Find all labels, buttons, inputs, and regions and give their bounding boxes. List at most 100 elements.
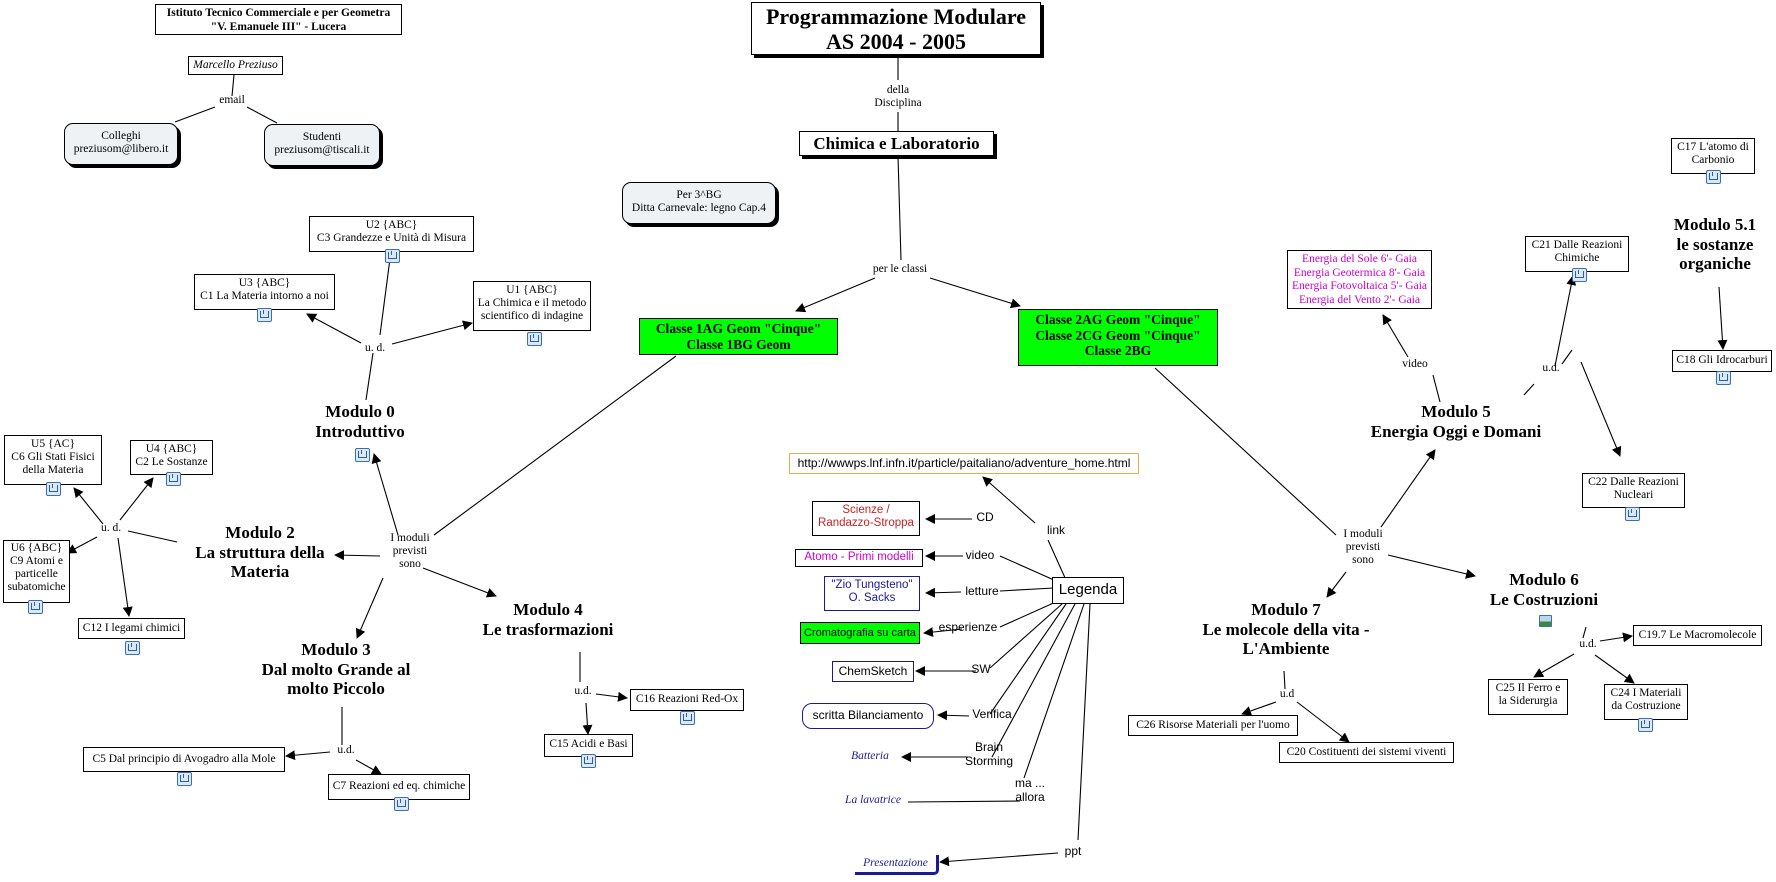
video-box-m5[interactable]: Energia del Sole 6'- Gaia Energia Geoter… (1287, 250, 1432, 309)
concept-map-icon[interactable] (355, 448, 370, 462)
u2-title: U2 {ABC} (365, 219, 418, 231)
c16-box: C16 Reazioni Red-Ox (630, 689, 744, 711)
legend-brain-box[interactable]: Batteria (851, 750, 889, 762)
video-item-4: Energia del Vento 2'- Gaia (1298, 293, 1421, 306)
legend-cd-line-1: Scienze / (842, 504, 890, 516)
discipline-box: Chimica e Laboratorio (799, 131, 994, 156)
u2-subtitle: C3 Grandezze e Unità di Misura (316, 232, 467, 245)
page-title-line-2: AS 2004 - 2005 (826, 29, 966, 55)
legend-ppt-label: ppt (1064, 844, 1082, 858)
u1-title: U1 {ABC} (506, 284, 558, 296)
contact-studenti-label: Studenti (302, 131, 342, 143)
u5-title: U5 {AC} (31, 438, 75, 450)
concept-map-icon[interactable] (1625, 507, 1640, 521)
modulo-3[interactable]: Modulo 3 Dal molto Grande al molto Picco… (249, 640, 423, 699)
modulo-2[interactable]: Modulo 2 La struttura della Materia (177, 523, 343, 582)
note-3bg[interactable]: Per 3^BG Ditta Carnevale: legno Cap.4 (622, 182, 776, 224)
concept-map-icon[interactable] (680, 711, 695, 725)
u6-title: U6 {ABC} (10, 542, 63, 554)
legend-verifica-box[interactable]: scritta Bilanciamento (802, 703, 934, 729)
concept-map-icon[interactable] (385, 249, 400, 263)
c22-line-2: Nucleari (1613, 489, 1654, 502)
concept-map-icon[interactable] (28, 600, 43, 614)
concept-map-icon[interactable] (527, 332, 542, 346)
modulo-7-line-2: Le molecole della vita - (1202, 619, 1370, 639)
contact-colleghi-email: preziusom@libero.it (73, 143, 169, 156)
modulo-3-line-3: molto Piccolo (287, 679, 385, 699)
legend-video-box[interactable]: Atomo - Primi modelli (795, 549, 923, 567)
concept-map-icon[interactable] (125, 641, 140, 655)
ud-label-m2: u. d. (100, 522, 122, 534)
legend-ppt-box[interactable]: Presentazione (855, 855, 939, 875)
modulo-4[interactable]: Modulo 4 Le trasformazioni (471, 600, 625, 639)
modulo-0[interactable]: Modulo 0 Introduttivo (298, 402, 422, 441)
c20-box: C20 Costituenti dei sistemi viventi (1279, 742, 1454, 763)
c24-line-1: C24 I Materiali (1610, 687, 1682, 699)
modulo-2-line-3: Materia (230, 562, 290, 582)
u4-subtitle: C2 Le Sostanze (135, 456, 208, 469)
c21-line-2: Chimiche (1554, 252, 1600, 265)
note-3bg-line-1: Per 3^BG (676, 189, 722, 201)
modulo-2-title: Modulo 2 (225, 523, 295, 542)
video-item-1: Energia del Sole 6'- Gaia (1302, 253, 1417, 265)
c17-line-2: Carbonio (1691, 154, 1735, 167)
legend-sw-box[interactable]: ChemSketch (832, 661, 914, 682)
ud-label-m5: u.d. (1542, 362, 1560, 374)
c26-box: C26 Risorse Materiali per l'uomo (1128, 715, 1298, 736)
modulo-5-1-line-2: le sostanze (1676, 234, 1754, 254)
class-1bg: Classe 1BG Geom (686, 336, 791, 352)
legend-video-label: video (965, 548, 995, 562)
modulo-7[interactable]: Modulo 7 Le molecole della vita - L'Ambi… (1190, 600, 1382, 659)
concept-map-icon[interactable] (1638, 718, 1653, 732)
school-line-1: Istituto Tecnico Commerciale e per Geome… (166, 7, 391, 19)
c22-box: C22 Dalle Reazioni Nucleari (1582, 473, 1685, 508)
c25-line-1: C25 Il Ferro e (1495, 682, 1561, 694)
u1-line-3: scientifico di indagine (480, 310, 584, 323)
image-icon[interactable] (1539, 615, 1552, 627)
u2-box: U2 {ABC} C3 Grandezze e Unità di Misura (309, 216, 474, 252)
concept-map-icon[interactable] (581, 754, 596, 768)
concept-map-icon[interactable] (166, 472, 181, 486)
concept-map-icon[interactable] (1572, 268, 1587, 282)
modulo-7-title: Modulo 7 (1251, 600, 1321, 619)
legend-ma-line-1: ma ... (1014, 776, 1045, 790)
legend-brain-line-2: Storming (964, 753, 1014, 768)
legend-letture-box[interactable]: "Zio Tungsteno" O. Sacks (824, 576, 920, 611)
u4-box: U4 {ABC} C2 Le Sostanze (130, 440, 213, 475)
modulo-5[interactable]: Modulo 5 Energia Oggi e Domani (1350, 402, 1562, 441)
u6-line-2: C9 Atomi e (9, 554, 64, 567)
u1-box: U1 {ABC} La Chimica e il metodo scientif… (473, 281, 591, 331)
concept-map-icon[interactable] (177, 772, 192, 786)
concept-map-icon[interactable] (257, 308, 272, 322)
legend-brain-line-1: Brain (974, 740, 1003, 754)
modulo-7-line-3: L'Ambiente (1242, 639, 1330, 659)
note-3bg-line-2: Ditta Carnevale: legno Cap.4 (631, 202, 767, 215)
c17-line-1: C17 L'atomo di (1677, 141, 1749, 153)
u3-box: U3 {ABC} C1 La Materia intorno a noi (194, 274, 335, 310)
modulo-4-subtitle: Le trasformazioni (482, 619, 614, 639)
modulo-5-1[interactable]: Modulo 5.1 le sostanze organiche (1655, 215, 1775, 274)
moduli-label-right: I moduli previsti sono (1338, 528, 1388, 568)
legend-ma-box[interactable]: La lavatrice (845, 794, 901, 806)
c21-line-1: C21 Dalle Reazioni (1531, 239, 1623, 251)
concept-map-icon[interactable] (394, 797, 409, 811)
concept-map-icon[interactable] (1706, 170, 1721, 184)
moduli-label-left-2: previsti (392, 545, 428, 558)
contact-colleghi[interactable]: Colleghi preziusom@libero.it (64, 123, 178, 165)
video-label-m5: video (1402, 358, 1428, 370)
legend-url-link[interactable]: http://wwwps.lnf.infn.it/particle/paital… (789, 453, 1139, 474)
modulo-6[interactable]: Modulo 6 Le Costruzioni (1475, 570, 1613, 609)
legend-verifica-label: Verifica (972, 707, 1012, 721)
c24-line-2: da Costruzione (1611, 700, 1681, 713)
legend-ma-label: ma ... allora (1008, 776, 1052, 805)
u6-line-4: subatomiche (7, 580, 66, 593)
concept-map-icon[interactable] (1716, 371, 1731, 385)
concept-map-icon[interactable] (46, 482, 61, 496)
legend-letture-line-1: "Zio Tungsteno" (831, 579, 913, 591)
legend-cd-box[interactable]: Scienze / Randazzo-Stroppa (812, 501, 920, 536)
legend-esperienze-box[interactable]: Cromatografia su carta (800, 622, 920, 644)
legend-title: Legenda (1052, 577, 1124, 604)
contact-studenti[interactable]: Studenti preziusom@tiscali.it (264, 124, 380, 166)
ud-label-m6: u.d. (1579, 638, 1597, 650)
legend-cd-line-2: Randazzo-Stroppa (818, 517, 914, 530)
